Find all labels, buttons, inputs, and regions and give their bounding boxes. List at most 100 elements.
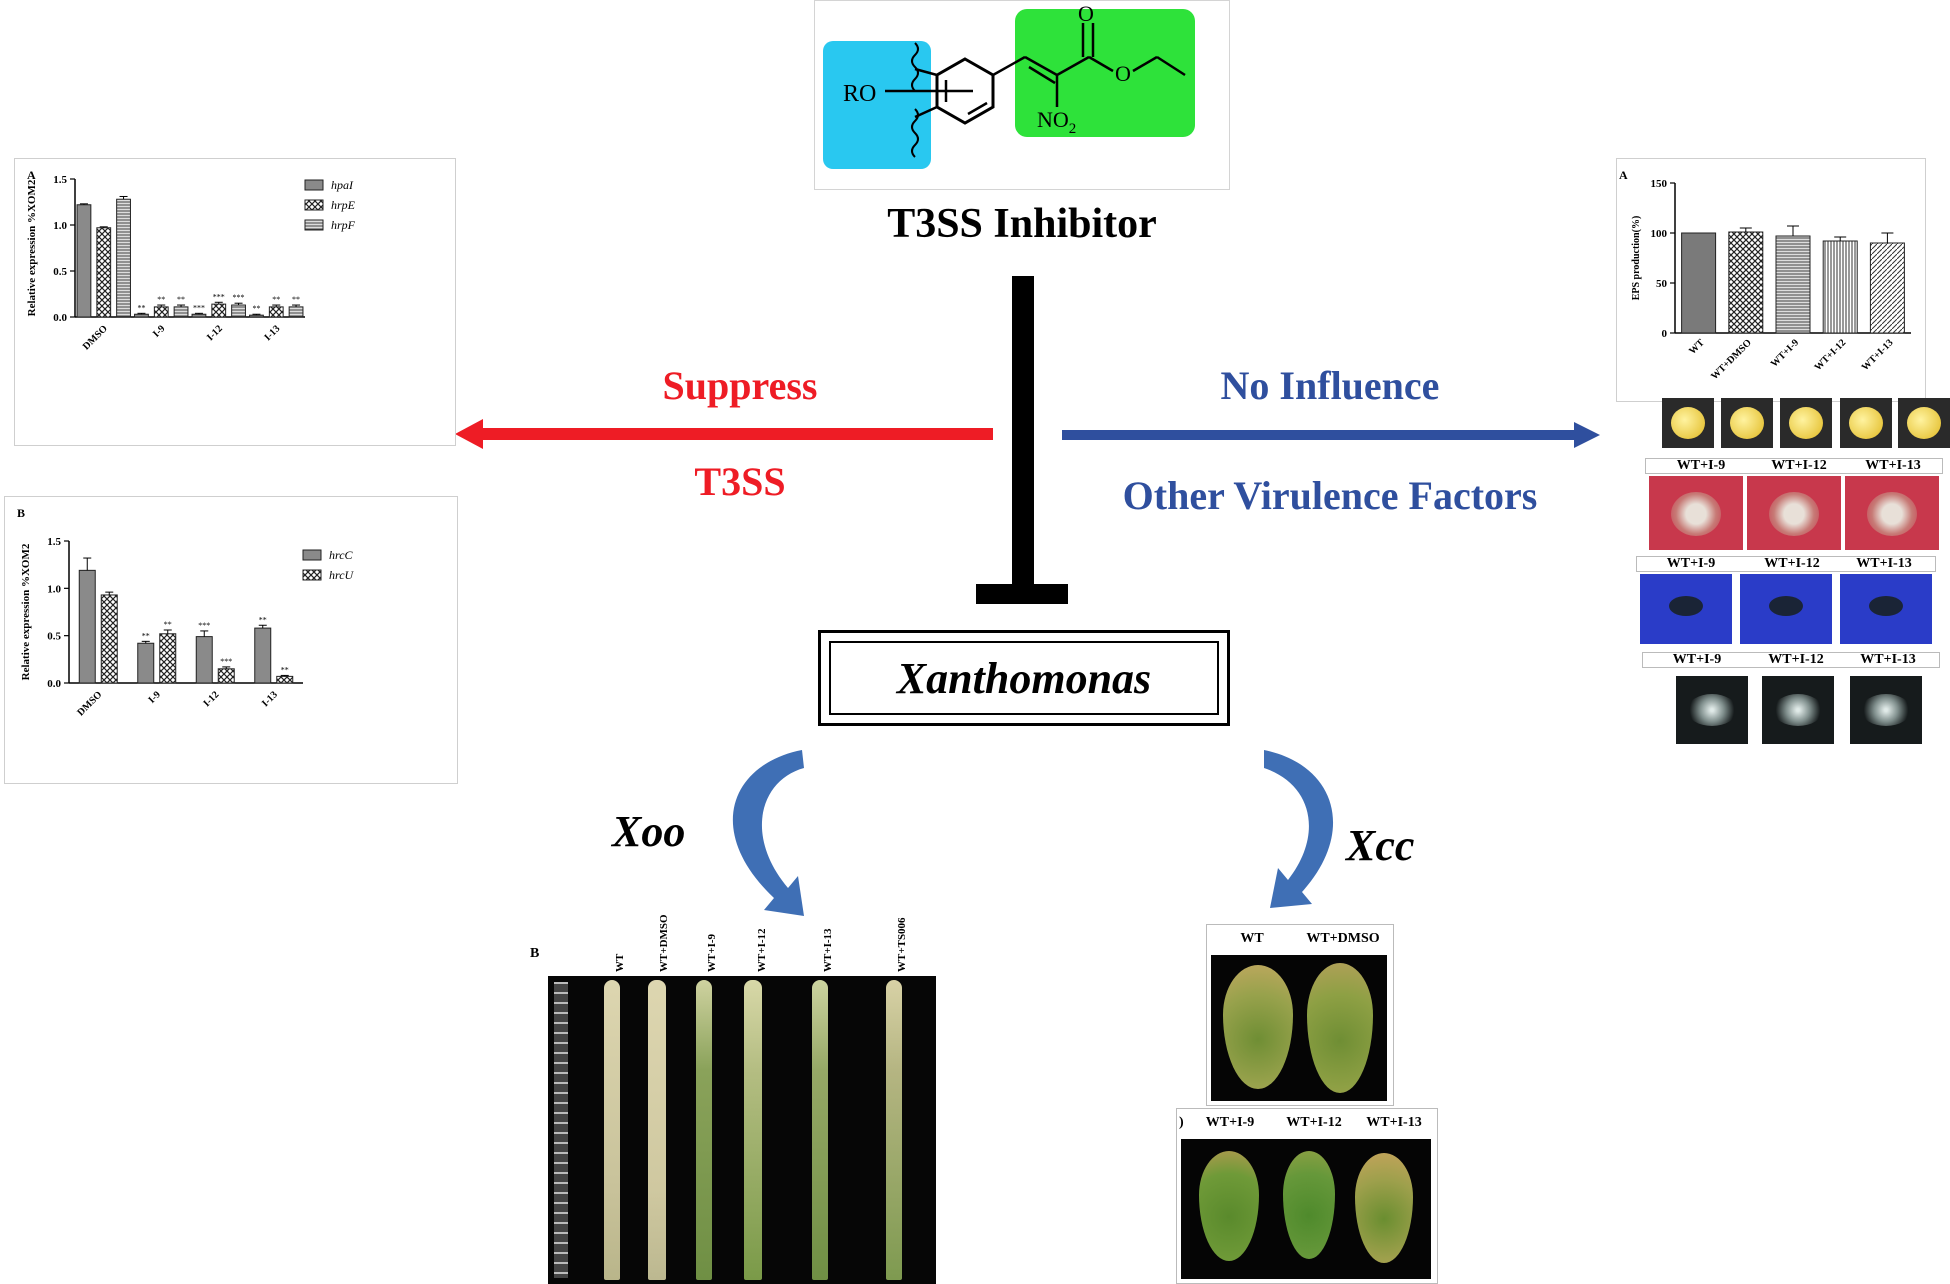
x-tick-label: I-9 [151, 323, 167, 339]
legend-label: hrcC [329, 548, 354, 562]
bar [1775, 235, 1811, 334]
significance-mark: ** [177, 295, 185, 304]
legend-swatch [304, 219, 324, 231]
no2-label: NO2 [1037, 107, 1076, 137]
xoo-label: Xoo [612, 807, 686, 856]
xcc-leaf-i9 [1199, 1151, 1259, 1261]
significance-mark: ** [157, 295, 165, 304]
xoo-sample-label: WT+TS006 [896, 917, 908, 972]
bar [134, 313, 149, 318]
significance-mark: *** [193, 303, 205, 312]
green-highlight [1015, 9, 1195, 137]
genus-label: Xanthomonas [896, 653, 1152, 703]
amylase-photo-1 [1640, 574, 1732, 644]
xcc-bottom-panel: ) WT+I-9 WT+I-12 WT+I-13 [1176, 1108, 1438, 1284]
y-axis-label: Relative expression %XOM2 [20, 543, 32, 680]
xcc-label-i13: WT+I-13 [1366, 1115, 1422, 1130]
amylase-photo-3 [1840, 574, 1932, 644]
protease-label-2: WT+I-12 [1771, 458, 1827, 473]
bar [153, 306, 169, 318]
y-axis-label: EPS production(%) [1631, 216, 1642, 301]
xcc-edge-glyph: ) [1179, 1115, 1184, 1130]
bar [1869, 242, 1905, 334]
xcc-leaf-i12 [1283, 1151, 1335, 1259]
cellulase-photo-3 [1850, 676, 1922, 744]
legend-label: hrpF [331, 218, 356, 232]
amylase-assay-panel: WT+I-9 WT+I-12 WT+I-13 [1636, 556, 1936, 644]
significance-mark: ** [137, 303, 145, 312]
amylase-label-2: WT+I-12 [1764, 556, 1820, 571]
bar [159, 633, 177, 684]
y-tick-label: 1.0 [53, 220, 67, 232]
cyan-highlight [823, 41, 931, 169]
significance-mark: ** [259, 615, 267, 624]
panel-letter: A [1619, 168, 1628, 182]
legend-label: hpaI [331, 178, 354, 192]
y-tick-label: 1.0 [47, 583, 61, 595]
legend-swatch [304, 199, 324, 211]
amylase-photo-2 [1740, 574, 1832, 644]
xcc-label-i12: WT+I-12 [1286, 1115, 1342, 1130]
protease-photo-3 [1845, 476, 1939, 550]
significance-mark: *** [233, 293, 245, 302]
bar [276, 675, 294, 684]
bar [78, 569, 96, 684]
x-tick-label: I-13 [262, 323, 282, 343]
xanthomonas-inner-box: Xanthomonas [829, 641, 1219, 715]
xoo-sample-label: WT+DMSO [658, 914, 670, 972]
cellulase-assay-panel: WT+I-9 WT+I-12 WT+I-13 [1642, 652, 1940, 744]
chemical-structure: O O RO NO2 [823, 1, 1195, 169]
panel-letter: A [27, 168, 36, 182]
xcc-label-i9: WT+I-9 [1205, 1115, 1255, 1130]
bar [96, 227, 112, 318]
y-tick-label: 50 [1656, 278, 1668, 290]
y-tick-label: 0.5 [53, 266, 67, 278]
significance-mark: ** [164, 620, 172, 629]
y-tick-label: 0 [1662, 328, 1668, 340]
colony-photo-1 [1662, 398, 1714, 448]
colony-row [1662, 398, 1950, 450]
xoo-leaf-6 [886, 980, 902, 1280]
x-tick-label: WT+I-13 [1860, 337, 1896, 373]
cellulase-label-3: WT+I-13 [1860, 652, 1916, 667]
colony-photo-3 [1780, 398, 1832, 448]
xcc-leaf-wt-dmso [1307, 963, 1373, 1093]
legend-swatch [304, 179, 324, 191]
ester-oxygen: O [1115, 61, 1131, 86]
cellulase-photo-2 [1762, 676, 1834, 744]
t3ss-label: T3SS [694, 459, 786, 504]
xoo-leaf-5 [812, 980, 828, 1280]
suppress-label: Suppress [662, 363, 818, 408]
bar [217, 668, 235, 684]
ruler [554, 982, 568, 1278]
significance-mark: ** [281, 665, 289, 674]
no-influence-label: No Influence [1220, 363, 1440, 408]
bar [211, 303, 227, 318]
protease-label-1: WT+I-9 [1676, 458, 1726, 473]
y-tick-label: 0.0 [53, 312, 67, 324]
left-arrow [455, 419, 993, 449]
bar [288, 306, 304, 318]
xcc-bottom-photo [1181, 1139, 1431, 1279]
ro-label: RO [843, 81, 876, 107]
xoo-sample-label: WT [614, 953, 626, 972]
legend-swatch [302, 549, 322, 561]
xcc-leaf-i13 [1355, 1153, 1413, 1263]
xoo-leaf-photo [548, 976, 936, 1284]
other-virulence-label: Other Virulence Factors [1122, 473, 1538, 518]
significance-mark: *** [213, 292, 225, 301]
y-tick-label: 0.0 [47, 678, 61, 690]
protease-assay-panel: WT+I-9 WT+I-12 WT+I-13 [1645, 458, 1943, 550]
cellulase-label-2: WT+I-12 [1768, 652, 1824, 667]
significance-mark: *** [198, 621, 210, 630]
xcc-top-panel: WT WT+DMSO [1206, 924, 1394, 1106]
xcc-label: Xcc [1346, 821, 1415, 870]
xoo-sample-label: WT+I-9 [706, 933, 718, 972]
bar [254, 627, 272, 684]
xcc-top-photo [1211, 955, 1387, 1101]
x-tick-label: DMSO [81, 323, 110, 352]
